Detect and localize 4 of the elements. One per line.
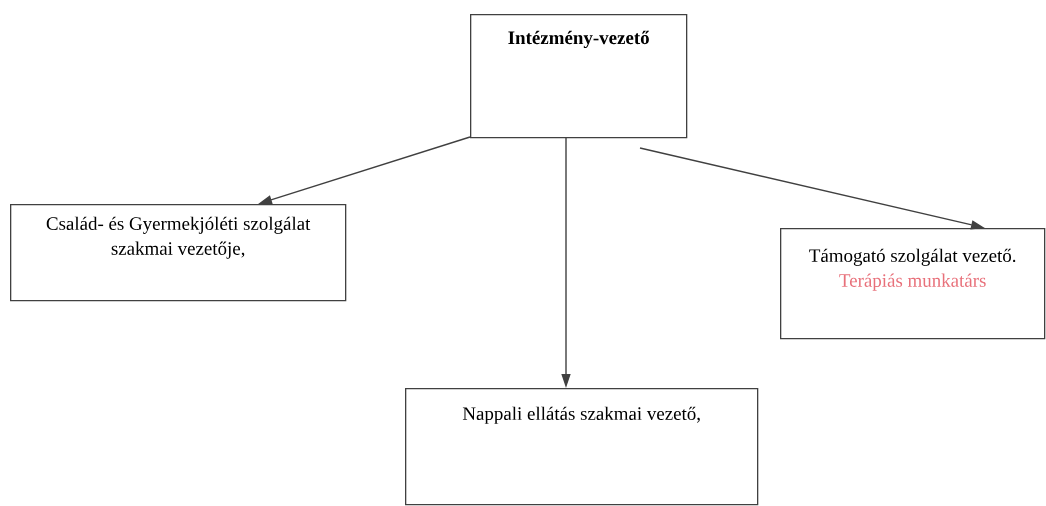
org-box: Nappali ellátás szakmai vezető, <box>405 388 759 506</box>
org-box: Támogató szolgálat vezető. Terápiás munkatárs <box>780 228 1046 340</box>
org-box: Intézmény-vezető <box>470 14 688 139</box>
org-box: Család- és Gyermekjóléti szolgálat szakmai vezetője, <box>10 204 347 302</box>
